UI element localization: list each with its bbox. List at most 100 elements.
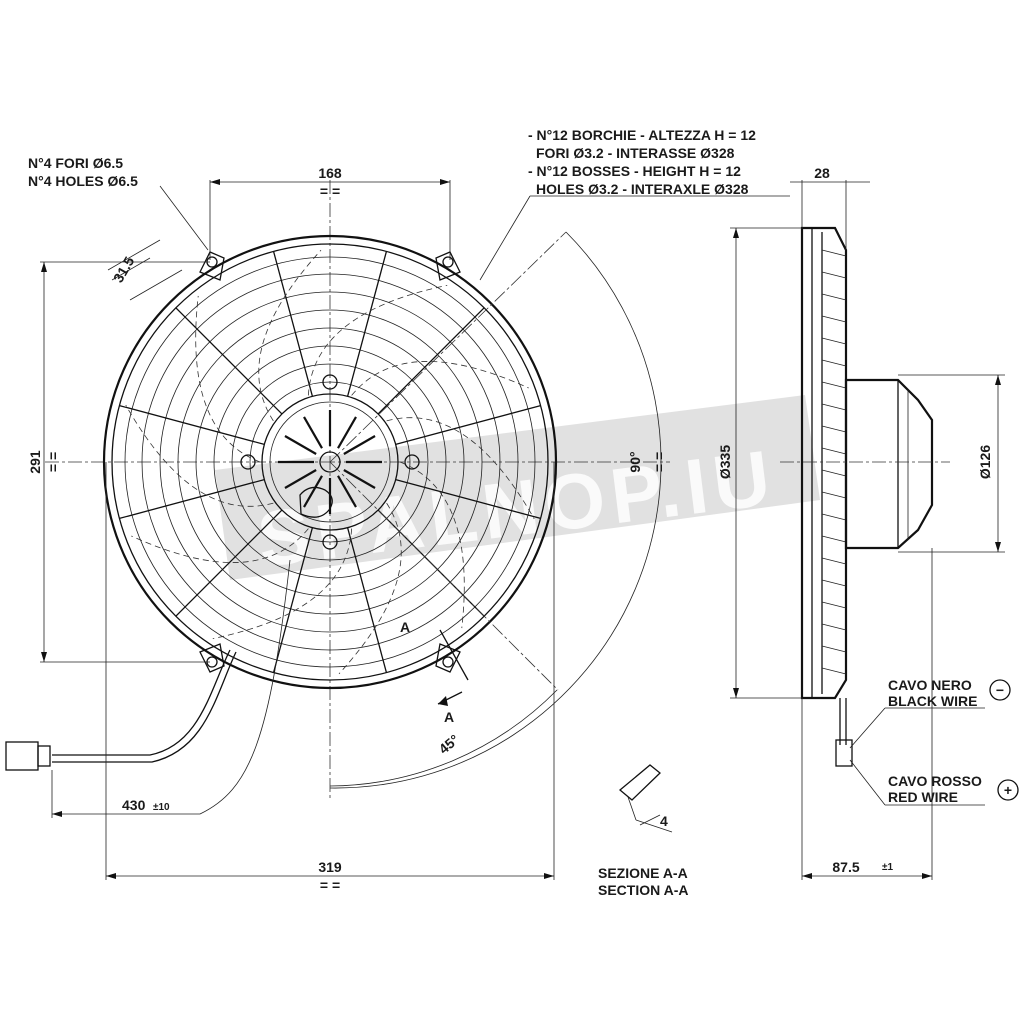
side-rib	[821, 557, 847, 565]
grille-spoke	[175, 509, 283, 617]
side-rib	[821, 403, 847, 411]
dim-diameter-motor: Ø126	[977, 445, 993, 479]
minus-symbol	[989, 679, 1011, 701]
dim-depth-tolerance: ±1	[882, 862, 893, 873]
fan-blade	[125, 404, 274, 507]
mount-lug-bottom-left	[199, 643, 225, 673]
grille-spoke	[346, 251, 388, 397]
label-red-en: RED WIRE	[888, 789, 958, 805]
plus-sign: +	[1004, 782, 1012, 798]
plus-symbol	[997, 779, 1019, 801]
shroud-inner	[111, 243, 549, 681]
grille-ring	[141, 273, 519, 651]
side-rib	[821, 359, 847, 367]
mount-hole-top-right	[442, 256, 454, 268]
note-bosses-en-1: - N°12 BOSSES - HEIGHT H = 12	[528, 163, 741, 179]
power-cable-2	[52, 651, 237, 763]
label-black-it: CAVO NERO	[888, 677, 972, 693]
fan-blade	[399, 461, 465, 629]
fan-blade	[351, 361, 529, 396]
dim-section-depth: 4	[660, 813, 668, 829]
angle-line-top	[329, 231, 567, 463]
grille-spoke	[395, 478, 541, 520]
connector-latch	[37, 745, 51, 767]
fan-blade	[386, 417, 535, 520]
hub-screw-top	[322, 374, 338, 390]
mount-hole-bottom-right	[442, 656, 454, 668]
side-rib	[821, 425, 847, 433]
section-label-en: SECTION A-A	[598, 882, 688, 898]
fan-blade	[212, 528, 353, 640]
note-bosses-it-1: - N°12 BORCHIE - ALTEZZA H = 12	[528, 127, 756, 143]
angle-line-45	[329, 461, 559, 691]
side-rib	[821, 513, 847, 521]
side-rib	[821, 623, 847, 631]
shroud-outer	[102, 234, 558, 690]
mount-lug-top-right	[435, 251, 461, 281]
grille-ring	[231, 363, 429, 561]
hub-rib	[343, 435, 376, 455]
dim-diameter-total: Ø335	[717, 445, 733, 479]
connector-body	[5, 741, 39, 771]
side-motor	[844, 378, 934, 550]
grille-rings	[124, 256, 536, 668]
fan-blade	[258, 249, 322, 422]
side-rib	[821, 535, 847, 543]
grille-ring	[177, 309, 483, 615]
hub-rib	[303, 416, 323, 449]
dim-cable-tolerance: ±10	[153, 802, 170, 813]
side-rib	[821, 579, 847, 587]
dim-angle-90: 90°	[627, 451, 643, 472]
side-rib	[821, 601, 847, 609]
dim-depth-total: 87.5	[832, 859, 859, 875]
side-rib	[821, 667, 847, 675]
minus-sign: −	[996, 682, 1004, 698]
svg-text:= =: = =	[320, 877, 340, 893]
section-profile	[618, 764, 661, 801]
fan-blade	[307, 284, 448, 396]
mounting-lugs	[199, 251, 461, 673]
side-rib	[821, 271, 847, 279]
dim-overall-width: 319	[318, 859, 342, 875]
dim-top-width: 168	[318, 165, 342, 181]
power-cable	[52, 649, 231, 756]
side-dimensions: 28 Ø335 Ø126 87.5 ±1 CAVO NERO BLACK WIR…	[717, 165, 1019, 880]
grille-spoke	[119, 404, 265, 446]
label-black-en: BLACK WIRE	[888, 693, 977, 709]
dim-depth-top: 28	[814, 165, 830, 181]
section-aa: 4 SEZIONE A-A SECTION A-A	[598, 764, 688, 898]
motor-hub-outer	[261, 393, 399, 531]
angle-arc-90	[329, 231, 662, 789]
note-holes-en: N°4 HOLES Ø6.5	[28, 173, 138, 189]
note-holes-it: N°4 FORI Ø6.5	[28, 155, 123, 171]
angle-arc-45	[329, 689, 558, 787]
grille-ring	[249, 381, 411, 543]
grille-ring	[124, 256, 536, 668]
section-marker-top: A	[400, 619, 410, 635]
hub-rib	[303, 475, 323, 508]
side-rib	[821, 645, 847, 653]
label-red-it: CAVO ROSSO	[888, 773, 982, 789]
grille-spoke	[175, 307, 283, 415]
fan-blade	[195, 295, 261, 463]
section-arrow-head	[438, 696, 448, 706]
side-rib	[821, 249, 847, 257]
side-rib	[821, 469, 847, 477]
fan-blade	[131, 528, 309, 563]
hub-rib	[284, 435, 317, 455]
hub-rib	[284, 469, 317, 489]
front-view: A A	[5, 180, 670, 800]
grille-spoke	[346, 527, 388, 673]
side-rib	[821, 315, 847, 323]
dim-hole-offset: 31.5	[110, 254, 138, 286]
dim-angle-45: 45°	[436, 731, 463, 757]
hub-screw-right	[404, 454, 420, 470]
grille-ring	[213, 345, 447, 579]
side-rib	[821, 293, 847, 301]
hub-rib	[343, 469, 376, 489]
note-bosses-it-2: FORI Ø3.2 - INTERASSE Ø328	[536, 145, 735, 161]
mount-lug-top-left	[199, 251, 225, 281]
side-wire-terminal	[835, 739, 853, 767]
motor-hub-inner	[269, 401, 391, 523]
